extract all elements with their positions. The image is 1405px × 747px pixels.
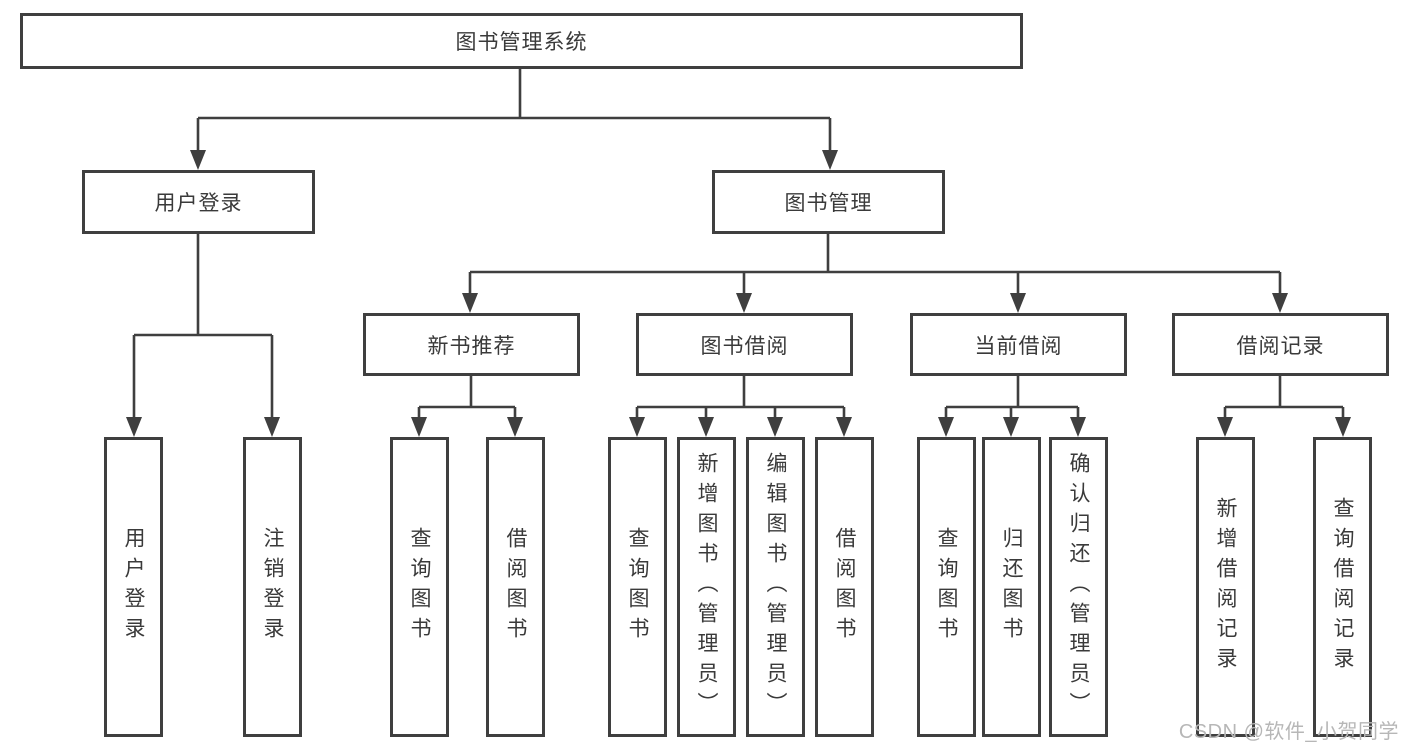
leaf-query-books-recommend-label: 查询图书 (408, 527, 431, 647)
node-book-management-label: 图书管理 (784, 192, 873, 215)
arrow-icon (629, 417, 645, 437)
arrow-icon (1003, 417, 1019, 437)
arrow-icon (462, 293, 478, 313)
leaf-logout: 注销登录 (243, 437, 302, 737)
arrow-icon (1010, 293, 1026, 313)
leaf-borrow-books-recommend: 借阅图书 (486, 437, 545, 737)
leaf-confirm-return-admin: 确认归还（管理员） (1049, 437, 1108, 737)
connector-user-login-children (132, 234, 274, 419)
leaf-add-borrow-record: 新增借阅记录 (1196, 437, 1255, 737)
arrow-icon (190, 150, 206, 170)
leaf-return-book: 归还图书 (982, 437, 1041, 737)
leaf-query-books-recommend: 查询图书 (390, 437, 449, 737)
leaf-query-books-borrowing-label: 查询图书 (626, 527, 649, 647)
connector-borrowing-records-children (1223, 376, 1345, 420)
connector-current-borrowing-children (944, 376, 1080, 420)
connector-book-management-children (468, 233, 1282, 296)
node-root-label: 图书管理系统 (455, 31, 588, 54)
node-user-login: 用户登录 (82, 170, 315, 234)
leaf-confirm-return-admin-label: 确认归还（管理员） (1067, 452, 1090, 722)
connector-root-to-level2 (196, 68, 832, 152)
arrow-icon (698, 417, 714, 437)
arrow-icon (736, 293, 752, 313)
arrowheads (126, 150, 1351, 437)
arrow-icon (507, 417, 523, 437)
node-borrowing-records-label: 借阅记录 (1236, 334, 1325, 358)
arrow-icon (1217, 417, 1233, 437)
leaf-add-book-admin: 新增图书（管理员） (677, 437, 736, 737)
node-current-borrowing: 当前借阅 (910, 313, 1127, 376)
watermark: CSDN @软件_小贺同学 (1178, 721, 1399, 743)
node-current-borrowing-label: 当前借阅 (974, 334, 1063, 358)
leaf-borrow-books-recommend-label: 借阅图书 (504, 527, 527, 647)
connector-book-borrowing-children (635, 376, 846, 420)
leaf-edit-book-admin: 编辑图书（管理员） (746, 437, 805, 737)
leaf-query-books-borrowing: 查询图书 (608, 437, 667, 737)
node-book-management: 图书管理 (712, 170, 945, 234)
leaf-user-login-label: 用户登录 (122, 527, 145, 647)
arrow-icon (822, 150, 838, 170)
node-new-book-recommendation: 新书推荐 (363, 313, 580, 376)
node-book-borrowing-label: 图书借阅 (700, 334, 789, 358)
leaf-return-book-label: 归还图书 (1000, 527, 1023, 647)
leaf-borrow-books: 借阅图书 (815, 437, 874, 737)
node-user-login-label: 用户登录 (154, 192, 243, 215)
node-borrowing-records: 借阅记录 (1172, 313, 1389, 376)
leaf-user-login: 用户登录 (104, 437, 163, 737)
arrow-icon (411, 417, 427, 437)
node-new-book-recommendation-label: 新书推荐 (427, 334, 516, 358)
leaf-query-books-current: 查询图书 (917, 437, 976, 737)
leaf-edit-book-admin-label: 编辑图书（管理员） (764, 452, 787, 722)
arrow-icon (1335, 417, 1351, 437)
arrow-icon (1272, 293, 1288, 313)
leaf-query-borrow-record-label: 查询借阅记录 (1331, 497, 1354, 677)
arrow-icon (1070, 417, 1086, 437)
leaf-query-borrow-record: 查询借阅记录 (1313, 437, 1372, 737)
leaf-query-books-current-label: 查询图书 (935, 527, 958, 647)
arrow-icon (836, 417, 852, 437)
node-root: 图书管理系统 (20, 13, 1023, 69)
arrow-icon (264, 417, 280, 437)
leaf-borrow-books-label: 借阅图书 (833, 527, 856, 647)
arrow-icon (767, 417, 783, 437)
arrow-icon (126, 417, 142, 437)
leaf-add-book-admin-label: 新增图书（管理员） (695, 452, 718, 722)
leaf-logout-label: 注销登录 (261, 527, 284, 647)
leaf-add-borrow-record-label: 新增借阅记录 (1214, 497, 1237, 677)
connector-new-book-children (417, 376, 517, 420)
arrow-icon (938, 417, 954, 437)
node-book-borrowing: 图书借阅 (636, 313, 853, 376)
